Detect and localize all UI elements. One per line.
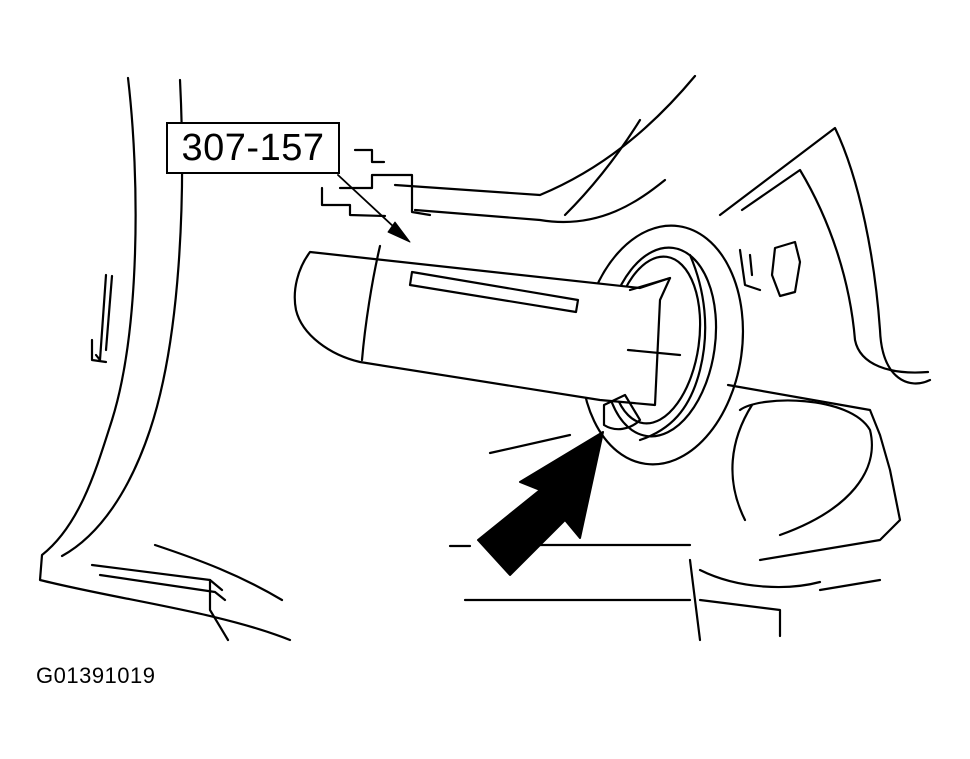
steering-hub — [688, 126, 932, 642]
upper-shroud — [320, 74, 697, 223]
callout-arrowhead — [387, 221, 411, 243]
figure-id-label: G01391019 — [36, 663, 156, 688]
special-tool-307-157 — [293, 244, 682, 431]
tool-callout-label: 307-157 — [166, 122, 340, 174]
left-trim-panel — [38, 76, 292, 642]
callout-leader — [337, 174, 396, 229]
lower-column-lines — [448, 433, 692, 602]
direction-arrow-icon — [477, 431, 604, 576]
